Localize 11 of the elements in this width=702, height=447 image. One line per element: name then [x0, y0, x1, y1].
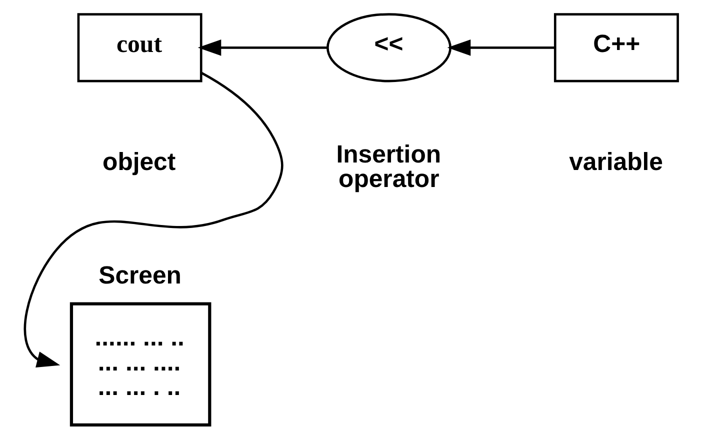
- node-box: ...... ... .. ... ... .... ... ... . ..: [70, 302, 212, 427]
- node-label: object: [102, 149, 176, 176]
- node-box: cout: [77, 13, 202, 82]
- arrow: [198, 40, 328, 56]
- node-label: Screen: [98, 262, 182, 290]
- node-label: variable: [569, 149, 663, 176]
- arrow: [24, 72, 284, 368]
- node-box: C++: [554, 13, 679, 82]
- arrow: [447, 40, 555, 56]
- node-label: Insertion operator: [336, 141, 442, 194]
- node-ellipse: <<: [326, 13, 452, 82]
